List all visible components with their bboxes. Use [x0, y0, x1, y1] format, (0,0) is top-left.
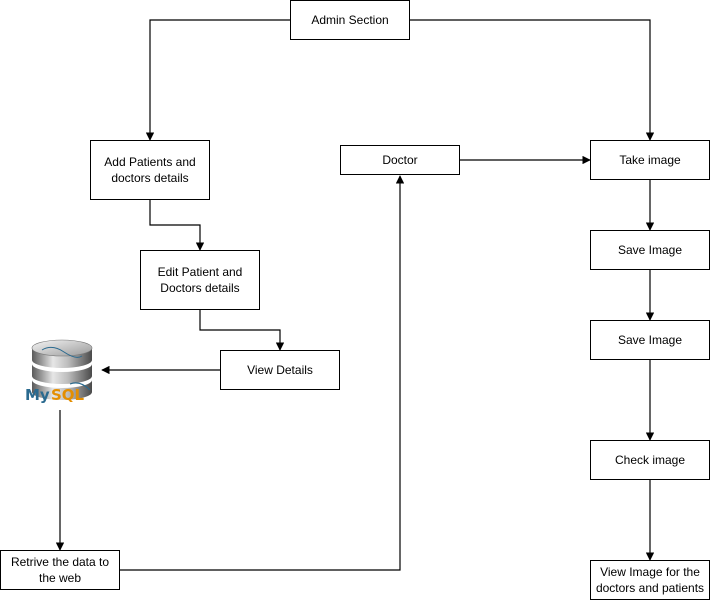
- edge-retrive-to-doctor: [120, 175, 405, 571]
- svg-text:My: My: [25, 386, 50, 404]
- node-save-image-2: Save Image: [590, 320, 710, 360]
- node-add-patients: Add Patients and doctors details: [90, 140, 210, 200]
- edge-add-to-edit: [149, 200, 205, 251]
- node-doctor: Doctor: [340, 145, 460, 175]
- edge-admin-to-take: [410, 19, 655, 141]
- node-take-image: Take image: [590, 140, 710, 180]
- node-view-image: View Image for the doctors and patients: [590, 560, 710, 600]
- edge-edit-to-view: [199, 310, 285, 351]
- svg-text:SQL: SQL: [51, 386, 85, 404]
- node-view-details: View Details: [220, 350, 340, 390]
- node-save-image-1: Save Image: [590, 230, 710, 270]
- mysql-database-icon: My SQL: [25, 339, 93, 404]
- node-admin-section: Admin Section: [290, 0, 410, 40]
- node-retrive-data: Retrive the data to the web: [0, 550, 120, 590]
- node-check-image: Check image: [590, 440, 710, 480]
- edge-admin-to-add: [145, 19, 290, 141]
- node-edit-patient: Edit Patient and Doctors details: [140, 250, 260, 310]
